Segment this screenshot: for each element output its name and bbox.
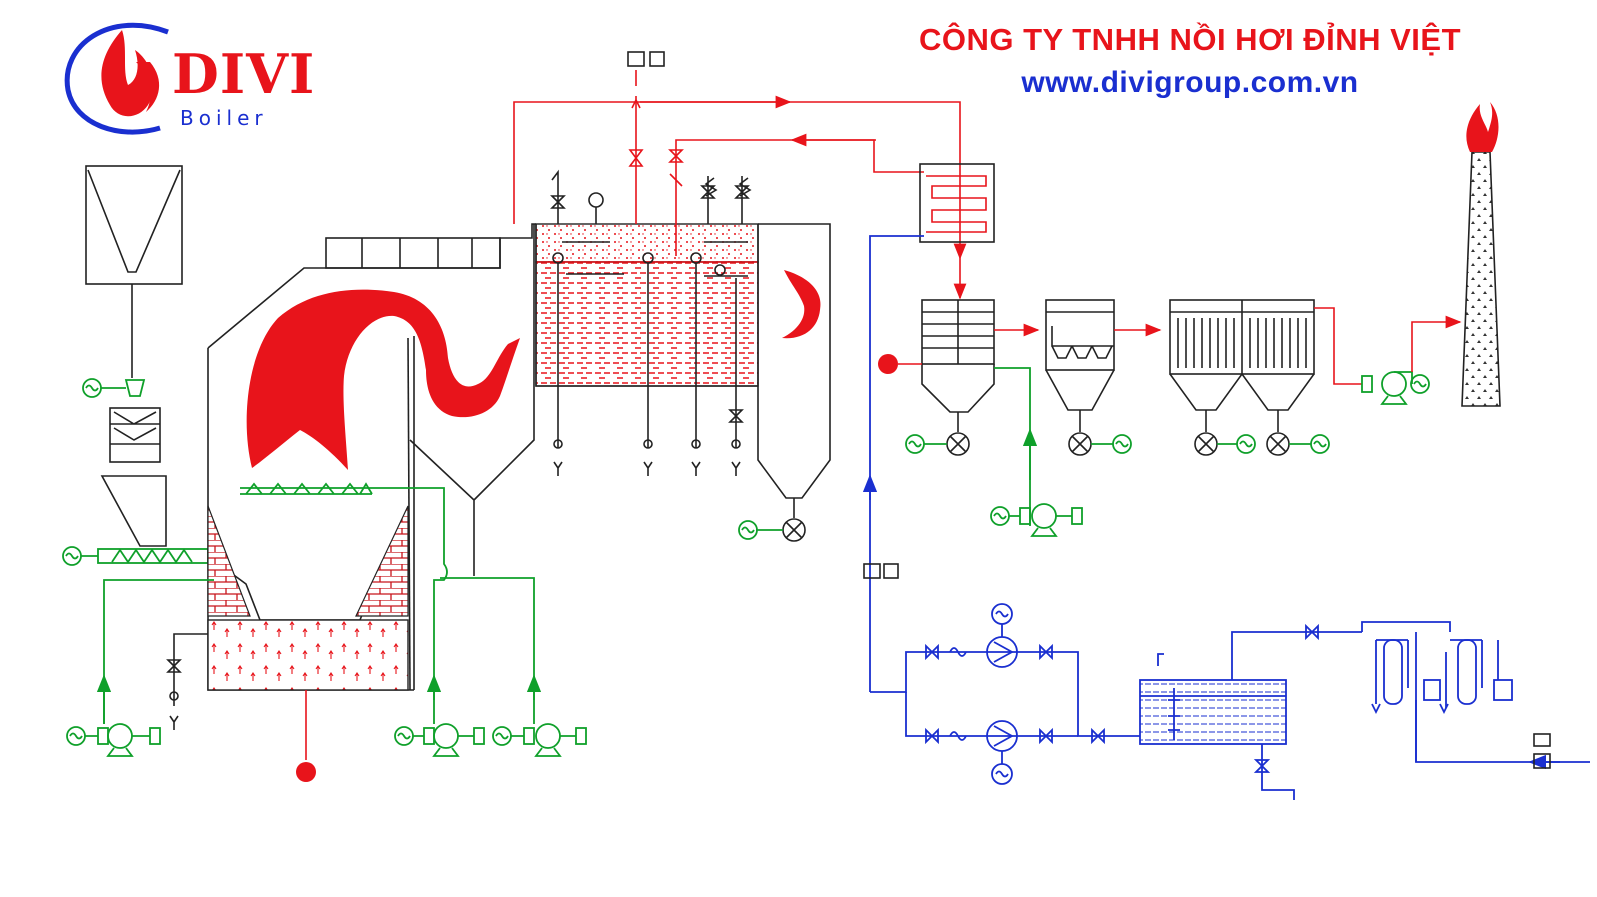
- logo-swoosh-icon: [64, 22, 169, 135]
- drain-valve-icon: [166, 633, 208, 730]
- id-fan-icon: [1314, 307, 1462, 405]
- reinjection-fan-icon: [990, 367, 1083, 537]
- fluidized-bed: [207, 619, 409, 691]
- secondary-air-fan-icon: [240, 487, 485, 757]
- feed-pump-lower-icon: [925, 720, 1105, 785]
- fuel-bin-icon: [109, 407, 161, 463]
- logo-flame-icon: [101, 30, 154, 117]
- drum-headers: [552, 241, 748, 448]
- safety-valve-icon: [700, 176, 718, 224]
- softener-icon: [1361, 621, 1590, 770]
- chimney-icon: [1461, 102, 1501, 407]
- drum-fittings: [550, 169, 752, 224]
- feedwater-line: [862, 235, 1140, 737]
- flame-icon: [246, 289, 520, 470]
- furnace-brick-left: [207, 505, 251, 617]
- company-website[interactable]: www.divigroup.com.vn: [1021, 66, 1359, 99]
- gas-turn-icon: [782, 270, 821, 339]
- feed-pump-upper-icon: [925, 603, 1053, 668]
- ash-rotary-valve-icon: [738, 498, 806, 542]
- steam-space: [535, 223, 759, 263]
- water-tube-bank: [535, 261, 759, 387]
- screw-feeder-icon: [62, 546, 209, 566]
- logo-subtitle: Boiler: [180, 106, 268, 130]
- company-name: CÔNG TY TNHH NỒI HƠI ĐỈNH VIỆT: [918, 22, 1462, 57]
- fuel-hopper-icon: [85, 165, 183, 378]
- bottom-ash-outlet: [296, 690, 316, 782]
- air-nozzles-icon: [240, 482, 373, 495]
- multicyclone-icon: [1045, 299, 1132, 456]
- bag-filter-icon: [1169, 299, 1330, 456]
- cyclone-icon: [905, 258, 995, 456]
- feed-chute-icon: [100, 475, 167, 547]
- steam-lines: [513, 51, 967, 260]
- blowdown-valves: [553, 409, 744, 476]
- tertiary-air-fan-icon: [440, 577, 587, 757]
- red-indicator-icon: [878, 354, 922, 374]
- furnace-brick-right: [355, 505, 409, 617]
- superheater-icon: [919, 163, 995, 243]
- logo-brand: DIVI: [172, 42, 316, 106]
- primary-air-fan-icon: [66, 579, 214, 757]
- safety-valve-icon: [734, 176, 752, 224]
- pressure-gauge-icon: [588, 192, 604, 208]
- stack-flame-icon: [1466, 102, 1499, 152]
- second-pass-casing: [535, 223, 831, 499]
- water-tank-icon: [1139, 623, 1362, 800]
- rotary-valve-icon: [82, 378, 146, 398]
- divi-logo: [64, 22, 169, 135]
